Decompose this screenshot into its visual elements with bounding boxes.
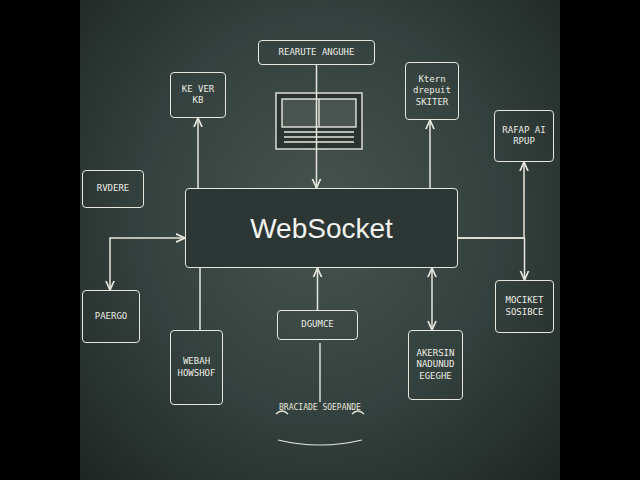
book-icon: [276, 93, 362, 149]
node-text: RAFAP AI RPUP: [498, 125, 550, 148]
connector: [458, 238, 525, 280]
connector: [197, 118, 199, 188]
process-box: RVDERE: [82, 170, 144, 208]
connector: [316, 65, 318, 188]
process-box: MOCIKET SOSIBCE: [495, 280, 554, 333]
process-box: Ktern drepuit SKITER: [405, 62, 459, 120]
node-text: RVDERE: [97, 183, 130, 194]
process-box: RAFAP AI RPUP: [494, 110, 554, 162]
note-label: BRACIADE SOEPANDE: [270, 403, 370, 413]
process-box: KE VER KB: [170, 72, 226, 118]
node-text: Ktern drepuit SKITER: [409, 74, 455, 108]
process-box: AKERSIN NADUNUD EGEGHE: [408, 330, 463, 400]
process-box: WEBAH HOWSHOF: [170, 330, 223, 405]
connector: [110, 238, 185, 290]
connector: [429, 120, 431, 188]
connector: [431, 268, 433, 330]
node-text: WebSocket: [250, 211, 393, 246]
node-text: REARUTE ANGUHE: [279, 47, 355, 58]
node-text: WEBAH HOWSHOF: [174, 356, 219, 379]
title-box: REARUTE ANGUHE: [258, 40, 375, 65]
connector: [317, 268, 319, 310]
connector: [199, 268, 201, 330]
node-text: DGUMCE: [301, 319, 334, 330]
node-text: PAERGO: [95, 311, 128, 322]
ornament: [276, 411, 364, 445]
leader-line: [319, 343, 320, 402]
node-text: AKERSIN NADUNUD EGEGHE: [412, 348, 459, 382]
connector: [458, 162, 524, 238]
node-text: MOCIKET SOSIBCE: [499, 295, 550, 318]
process-box: DGUMCE: [277, 310, 358, 340]
main-box: WebSocket: [185, 188, 458, 268]
process-box: PAERGO: [82, 290, 140, 343]
node-text: KE VER KB: [174, 84, 222, 107]
